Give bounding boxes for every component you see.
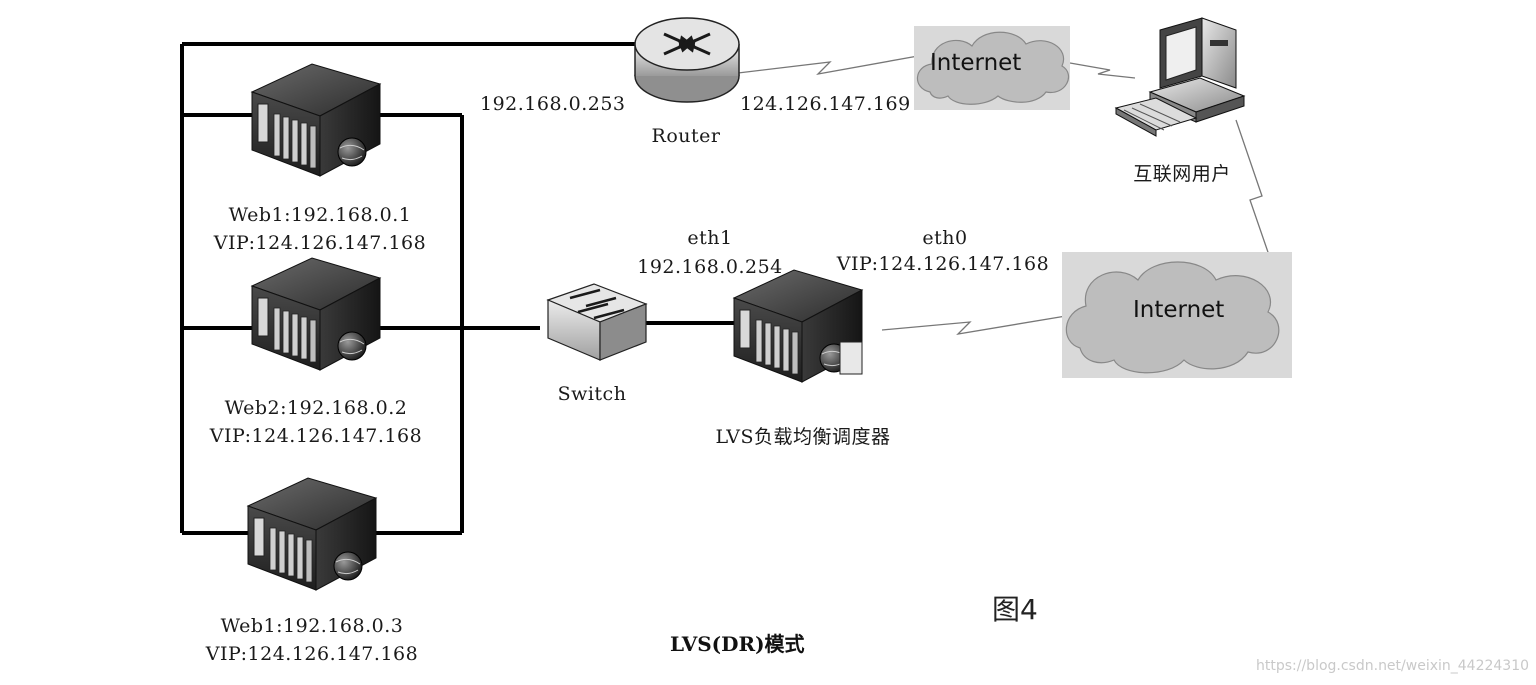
internet-cloud-bottom bbox=[1062, 252, 1292, 378]
wan-links bbox=[737, 55, 1271, 335]
lvs-eth1-ip: 192.168.0.254 bbox=[637, 256, 783, 278]
watermark: https://blog.csdn.net/weixin_44224310 bbox=[1256, 658, 1530, 674]
lvs-eth0-name: eth0 bbox=[922, 227, 968, 249]
web3-vip: VIP:124.126.147.168 bbox=[205, 643, 419, 665]
computer-icon bbox=[1114, 17, 1246, 137]
web2-ip: Web2:192.168.0.2 bbox=[224, 397, 408, 419]
router-wan-ip: 124.126.147.169 bbox=[740, 93, 911, 115]
diagram-caption: LVS(DR)模式 bbox=[670, 632, 805, 656]
router-lan-ip: 192.168.0.253 bbox=[480, 93, 626, 115]
web2-vip: VIP:124.126.147.168 bbox=[209, 425, 423, 447]
internet-cloud-top bbox=[914, 26, 1070, 110]
figure-number: 图4 bbox=[992, 593, 1038, 626]
lan-wiring bbox=[180, 42, 740, 535]
lvs-eth1-name: eth1 bbox=[687, 227, 733, 249]
switch-label: Switch bbox=[557, 383, 627, 405]
internet-bottom-label: Internet bbox=[1133, 297, 1225, 323]
switch-icon bbox=[546, 283, 648, 361]
server-web3-icon bbox=[247, 477, 377, 591]
web1-vip: VIP:124.126.147.168 bbox=[213, 232, 427, 254]
lvs-label: LVS负载均衡调度器 bbox=[715, 426, 891, 448]
lvs-eth0-vip: VIP:124.126.147.168 bbox=[836, 253, 1050, 275]
server-web1-icon bbox=[251, 63, 381, 177]
router-label: Router bbox=[651, 125, 721, 147]
internet-top-label: Internet bbox=[930, 50, 1022, 76]
client-label: 互联网用户 bbox=[1133, 163, 1231, 185]
web1-ip: Web1:192.168.0.1 bbox=[228, 204, 412, 226]
web3-ip: Web1:192.168.0.3 bbox=[220, 615, 404, 637]
lvs-server-icon bbox=[733, 269, 863, 383]
server-web2-icon bbox=[251, 257, 381, 371]
router-icon bbox=[634, 17, 740, 103]
